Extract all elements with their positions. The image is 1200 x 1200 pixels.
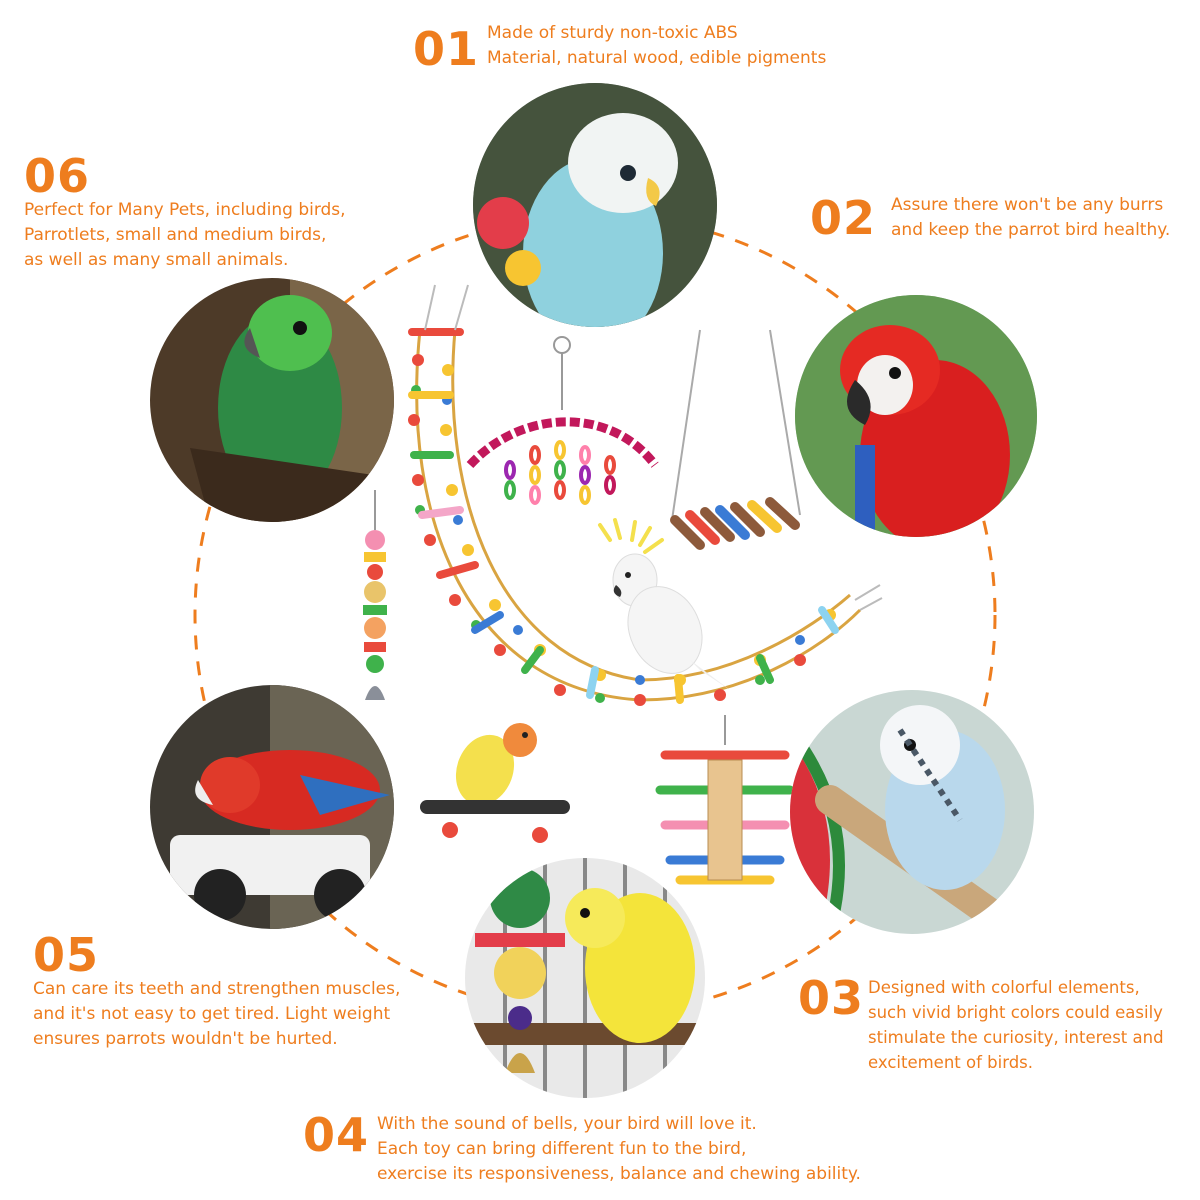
feature-line: stimulate the curiosity, interest and (868, 1028, 1164, 1047)
feature-line: Each toy can bring different fun to the … (377, 1139, 747, 1159)
photo-budgie-blue (473, 83, 717, 327)
photo-scarlet-macaw (795, 295, 1037, 537)
chain-arc-toy (466, 336, 659, 505)
bead-ladder-bridge (408, 284, 883, 706)
feature-text-04: With the sound of bells, your bird will … (377, 1112, 861, 1187)
photo-yellow-budgie (465, 858, 705, 1098)
feature-line: Made of sturdy non-toxic ABS (487, 23, 738, 43)
photo-macaw-car (150, 685, 394, 929)
feature-text-05: Can care its teeth and strengthen muscle… (33, 977, 400, 1052)
feature-line: and keep the parrot bird healthy. (891, 220, 1171, 240)
colorful-chew-toy (655, 715, 795, 885)
feature-text-01: Made of sturdy non-toxic ABS Material, n… (487, 21, 826, 71)
feature-line: ensures parrots wouldn't be hurted. (33, 1029, 338, 1049)
feature-line: With the sound of bells, your bird will … (377, 1114, 757, 1134)
hanging-bell-toy (363, 490, 387, 700)
feature-line: Assure there won't be any burrs (891, 195, 1164, 215)
feature-line: excitement of birds. (868, 1053, 1034, 1072)
feature-line: Parrotlets, small and medium birds, (24, 225, 327, 245)
feature-number-01: 01 (413, 22, 480, 76)
photo-green-parrot (150, 278, 394, 522)
feature-line: Designed with colorful elements, (868, 978, 1140, 997)
feature-line: Perfect for Many Pets, including birds, (24, 200, 346, 220)
feature-line: Can care its teeth and strengthen muscle… (33, 979, 401, 999)
feature-number-04: 04 (303, 1108, 370, 1162)
feature-number-05: 05 (33, 928, 100, 982)
feature-number-03: 03 (798, 971, 865, 1025)
feature-text-03: Designed with colorful elements, such vi… (868, 975, 1164, 1075)
wooden-swing (670, 329, 801, 550)
photo-budgie-watermelon (790, 690, 1034, 934)
feature-text-02: Assure there won't be any burrs and keep… (891, 193, 1170, 243)
feature-line: such vivid bright colors could easily (868, 1003, 1163, 1022)
feature-line: Material, natural wood, edible pigments (487, 48, 827, 68)
feature-line: exercise its responsiveness, balance and… (377, 1164, 861, 1184)
cockatoo-bird (598, 518, 730, 690)
feature-text-06: Perfect for Many Pets, including birds, … (24, 198, 346, 273)
feature-line: and it's not easy to get tired. Light we… (33, 1004, 391, 1024)
feature-number-02: 02 (810, 191, 877, 245)
feature-line: as well as many small animals. (24, 250, 289, 270)
feature-number-06: 06 (24, 149, 91, 203)
lovebird-skateboard (420, 723, 570, 843)
